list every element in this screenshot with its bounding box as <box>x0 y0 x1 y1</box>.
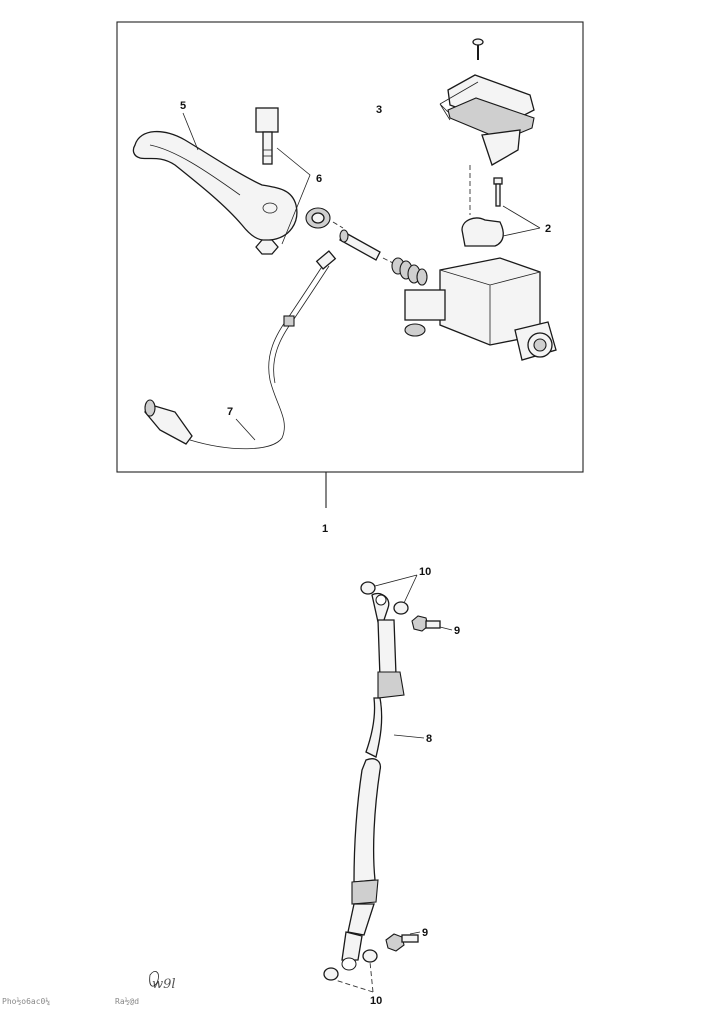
callout-1: 1 <box>322 523 328 535</box>
diaphragm-plate <box>481 129 521 166</box>
reservoir-cap-screw <box>472 38 484 60</box>
union-bolt-bottom <box>385 933 419 952</box>
lever-bushing <box>305 207 331 229</box>
washer-top-lower <box>393 601 409 615</box>
push-rod <box>339 229 381 261</box>
assembly-box <box>116 21 584 473</box>
brake-hose <box>341 592 405 971</box>
footer-stamp-left: Pho½o6ac0¼ <box>2 996 50 1006</box>
footer-stamp-right: Ra½@d <box>115 996 139 1006</box>
washer-bottom-left <box>323 967 339 981</box>
leader-7 <box>235 418 256 441</box>
piston-kit <box>391 257 428 286</box>
leader-5 <box>182 112 199 151</box>
brake-light-switch <box>144 250 337 450</box>
leader-8 <box>393 734 425 739</box>
reservoir-diaphragm <box>447 97 535 141</box>
lever-nut <box>255 239 279 255</box>
leader-9-bottom <box>409 931 421 935</box>
holder-screw <box>493 177 503 207</box>
leader-10-bottom <box>334 961 374 993</box>
master-cylinder-body <box>404 257 557 361</box>
leader-10-top <box>374 574 418 604</box>
callout-8: 8 <box>426 733 432 745</box>
callout-5: 5 <box>180 100 186 112</box>
washer-bottom-right <box>362 949 378 963</box>
leader-2 <box>502 205 541 237</box>
master-cylinder-clamp <box>461 217 504 247</box>
leader-3 <box>439 81 479 121</box>
callout-10-top: 10 <box>419 566 431 578</box>
washer-top-upper <box>360 581 376 595</box>
leader-6 <box>276 147 311 245</box>
callout-10-bottom: 10 <box>370 995 382 1007</box>
union-bolt-top <box>411 615 441 632</box>
callout-2: 2 <box>545 223 551 235</box>
callout-9-top: 9 <box>454 625 460 637</box>
leader-9-top <box>439 626 453 631</box>
callout-3: 3 <box>376 104 382 116</box>
axis-dash-a <box>332 221 344 229</box>
pivot-bolt <box>255 107 279 165</box>
callout-9-bottom: 9 <box>422 927 428 939</box>
handwritten-flourish <box>149 971 159 987</box>
callout-7: 7 <box>227 406 233 418</box>
callout-6: 6 <box>316 173 322 185</box>
